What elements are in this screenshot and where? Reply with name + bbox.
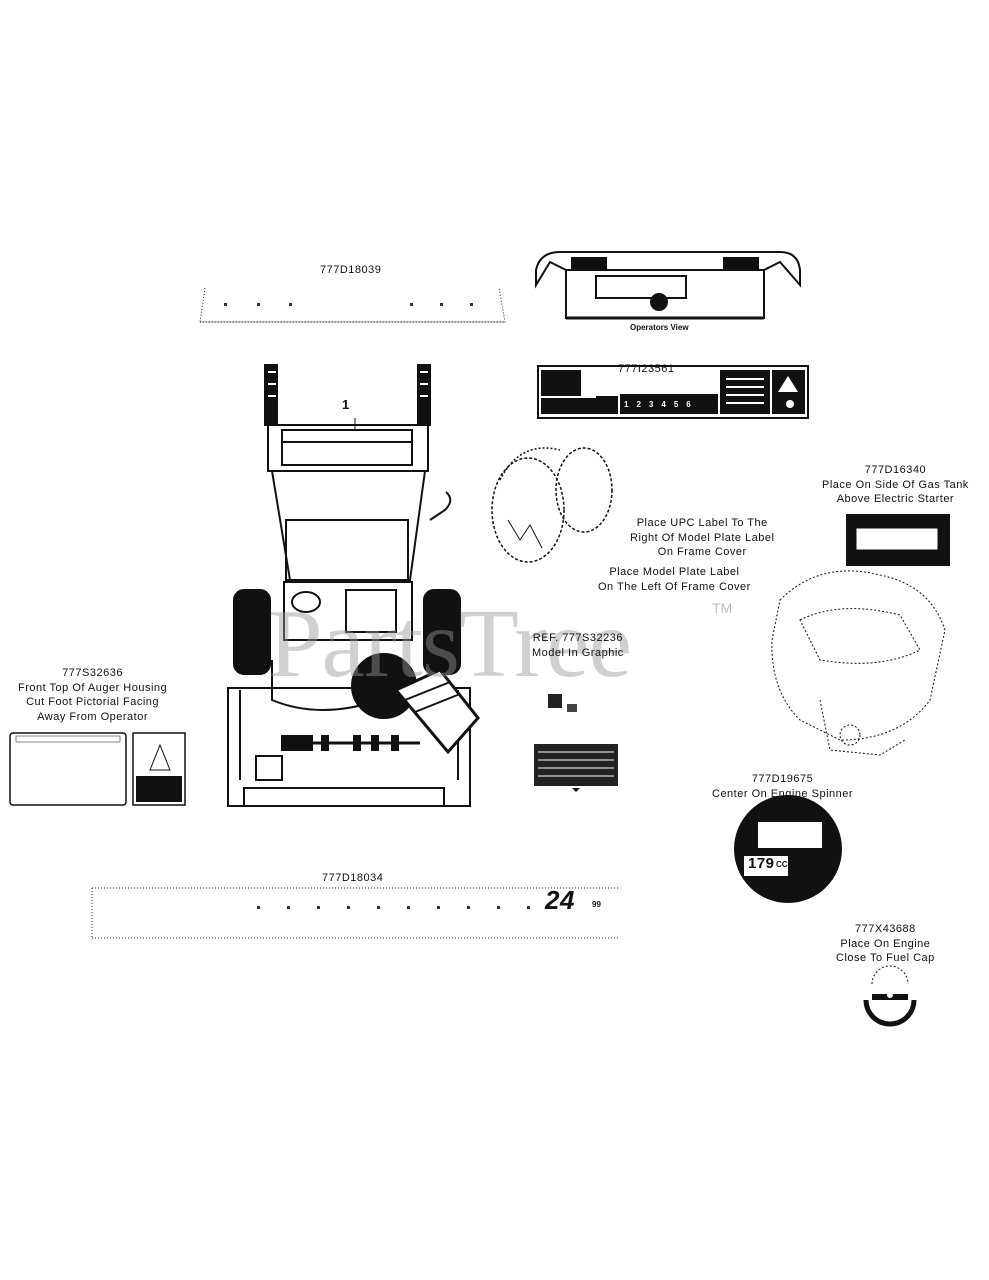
label-d16340: 777D16340 Place On Side Of Gas Tank Abov… bbox=[822, 464, 969, 505]
callout-1: 1 bbox=[342, 397, 350, 412]
model-graphic bbox=[534, 694, 618, 792]
decal-d16340 bbox=[846, 514, 950, 566]
decal-s32636 bbox=[9, 732, 186, 806]
label-model-plate: Place Model Plate Label On The Left Of F… bbox=[598, 566, 751, 593]
operators-view-panel bbox=[535, 251, 801, 320]
label-d18034: 777D18034 bbox=[322, 872, 384, 884]
snowblower-top-view bbox=[227, 364, 480, 807]
label-d19675: 777D19675 Center On Engine Spinner bbox=[712, 773, 854, 800]
watermark: PartsTree bbox=[268, 590, 632, 698]
decal-x43688 bbox=[863, 965, 917, 1027]
engine-sketch bbox=[771, 570, 946, 756]
label-i23561: 777I23561 bbox=[618, 363, 675, 375]
label-d18039: 777D18039 bbox=[320, 264, 382, 276]
label-s32636: 777S32636 Front Top Of Auger Housing Cut… bbox=[18, 667, 168, 723]
label-model-graphic: REF. 777S32236 Model In Graphic bbox=[532, 632, 624, 659]
label-upc: Place UPC Label To The Right Of Model Pl… bbox=[630, 517, 775, 558]
decal-d18034 bbox=[91, 887, 620, 939]
decal-d19675 bbox=[734, 795, 842, 903]
engine-cc-value: 179 bbox=[748, 855, 775, 872]
size-badge-sup: 99 bbox=[592, 900, 601, 909]
label-operators-view: Operators View bbox=[630, 323, 689, 332]
tire-sketch bbox=[491, 447, 613, 563]
label-x43688: 777X43688 Place On Engine Close To Fuel … bbox=[836, 923, 935, 964]
engine-cc-unit: CC bbox=[776, 860, 788, 869]
watermark-tm: TM bbox=[712, 600, 733, 616]
decal-d18039 bbox=[199, 287, 506, 323]
decal-i23561 bbox=[537, 365, 809, 419]
decal-number-row: 123456 bbox=[624, 400, 699, 409]
size-badge: 24 bbox=[545, 885, 575, 915]
